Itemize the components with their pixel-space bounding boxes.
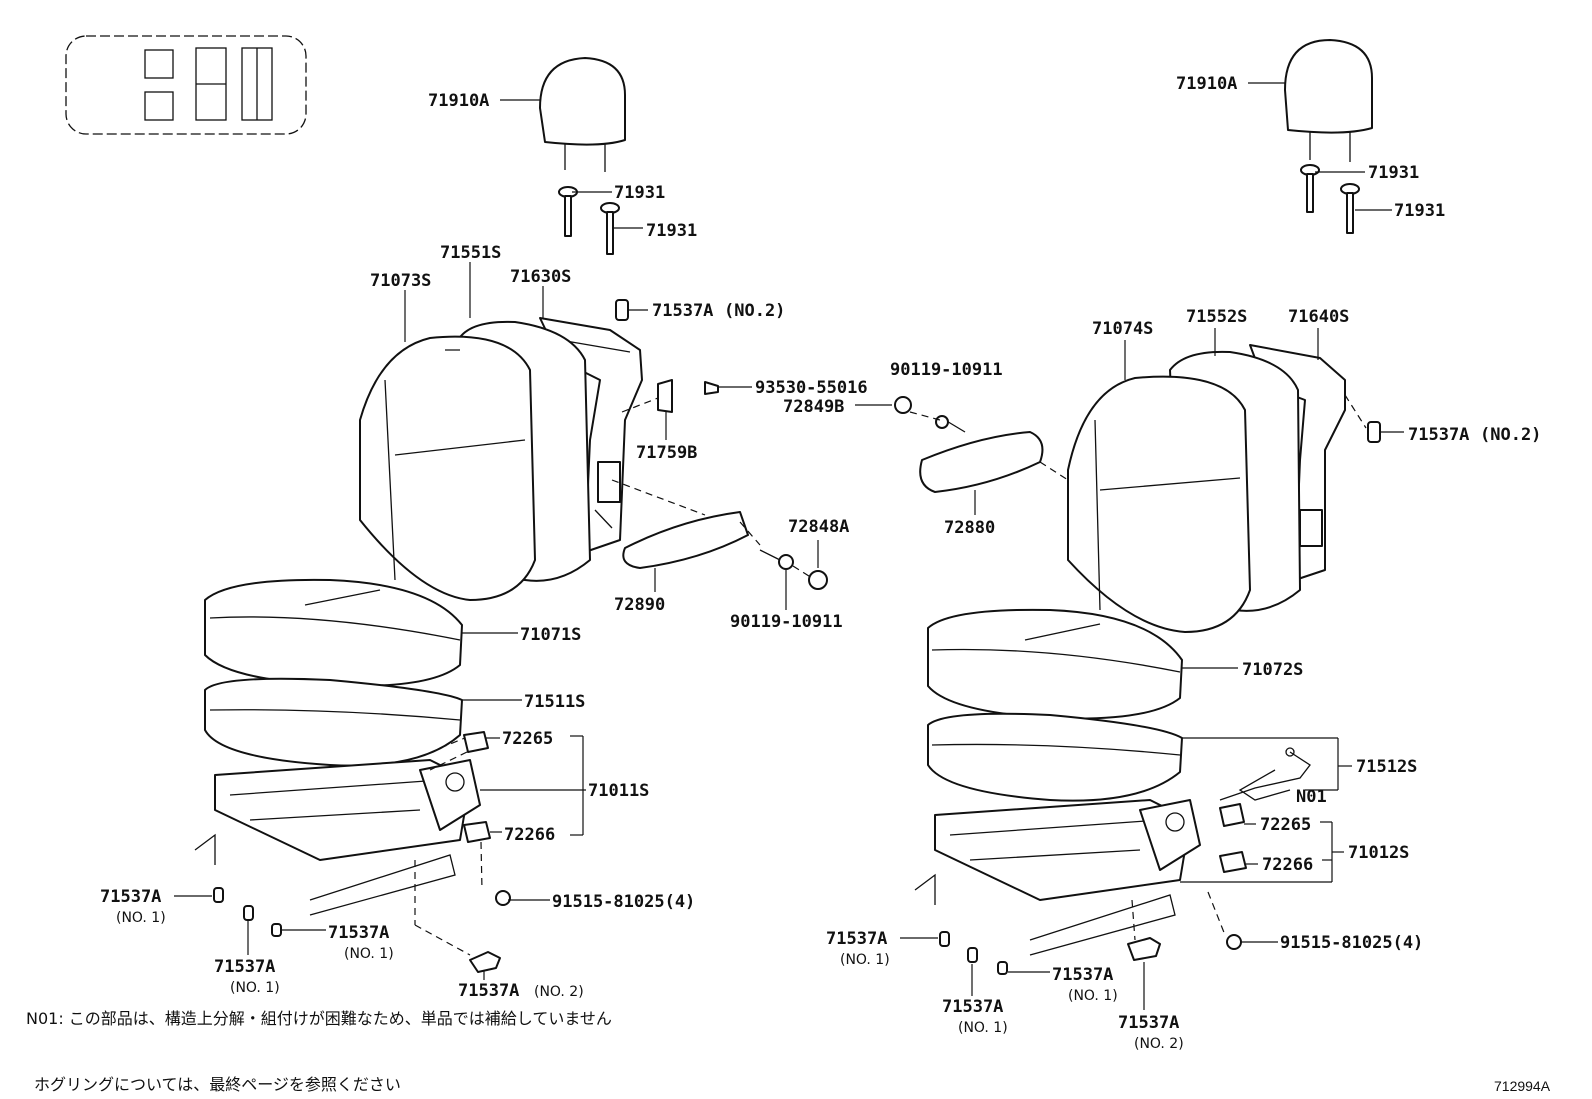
label-71759B: 71759B (636, 443, 697, 463)
seat-cushion-cover-left (204, 578, 463, 687)
label-71537A: 71537A (458, 981, 519, 1001)
seat-frame-right (914, 799, 1201, 956)
small-parts-right (894, 396, 1381, 975)
label-72890: 72890 (614, 595, 665, 615)
label-71537A-no1: (NO. 1) (840, 952, 890, 968)
seat-cushion-pad-left (204, 677, 463, 767)
seat-location-key (65, 35, 307, 135)
label-72880: 72880 (944, 518, 995, 538)
label-71537A: 71537A (214, 957, 275, 977)
label-71537A-no2-sub: (NO.2) (1480, 425, 1541, 445)
diagram-code: 712994A (1494, 1078, 1551, 1094)
leader-lines (174, 82, 1404, 1010)
n01-note: N01: この部品は、構造上分解・組付けが困難なため、単品では補給していません (26, 1009, 612, 1028)
label-71512S: 71512S (1356, 757, 1417, 777)
label-71537A-no2: 71537A (1408, 425, 1469, 445)
label-72265: 72265 (1260, 815, 1311, 835)
seatback-cover-left (359, 335, 536, 601)
label-72849B: 72849B (783, 397, 844, 417)
label-72266: 72266 (504, 825, 555, 845)
seatback-cover-right (1067, 375, 1251, 633)
label-71537A-no1: (NO. 1) (116, 910, 166, 926)
label-71537A-no1: (NO. 1) (344, 946, 394, 962)
label-71072S: 71072S (1242, 660, 1303, 680)
label-71931: 71931 (1394, 201, 1445, 221)
label-71931: 71931 (614, 183, 665, 203)
label-71011S: 71011S (588, 781, 649, 801)
label-71630S: 71630S (510, 267, 571, 287)
wiring-harness-right (1219, 747, 1311, 801)
label-71552S: 71552S (1186, 307, 1247, 327)
label-91515-81025: 91515-81025(4) (1280, 933, 1423, 953)
label-71537A-no2: (NO. 2) (534, 984, 584, 1000)
small-parts-left (213, 299, 828, 973)
label-71537A-no1: (NO. 1) (958, 1020, 1008, 1036)
hog-ring-note: ホグリングについては、最終ページを参照ください (34, 1075, 401, 1094)
label-71931: 71931 (646, 221, 697, 241)
label-93530-55016: 93530-55016 (755, 378, 868, 398)
label-71074S: 71074S (1092, 319, 1153, 339)
label-N01: N01 (1296, 787, 1327, 807)
seat-frame-left (194, 759, 481, 916)
headrest-left (539, 57, 626, 172)
label-71537A: 71537A (328, 923, 389, 943)
seat-cushion-cover-right (927, 608, 1183, 720)
label-71537A: 71537A (1052, 965, 1113, 985)
label-71537A: 71537A (1118, 1013, 1179, 1033)
label-71537A: 71537A (100, 887, 161, 907)
headrest-right (1284, 39, 1373, 162)
label-90119-10911: 90119-10911 (890, 360, 1003, 380)
seatback-frame-left (539, 317, 643, 553)
label-71071S: 71071S (520, 625, 581, 645)
headrest-guide-left (558, 186, 620, 255)
armrest-left (622, 511, 749, 569)
label-71537A-no2: (NO. 2) (1134, 1036, 1184, 1052)
label-71551S: 71551S (440, 243, 501, 263)
label-71640S: 71640S (1288, 307, 1349, 327)
footnotes: N01: この部品は、構造上分解・組付けが困難なため、単品では補給していません … (26, 1009, 1551, 1094)
seat-cushion-pad-right (927, 712, 1183, 802)
label-72848A: 72848A (788, 517, 849, 537)
armrest-right (919, 431, 1044, 493)
part-labels: 71910A 71931 71931 71551S 71630S 71073S … (100, 74, 1541, 1052)
label-71910A: 71910A (428, 91, 489, 111)
label-72265: 72265 (502, 729, 553, 749)
label-71511S: 71511S (524, 692, 585, 712)
label-72266: 72266 (1262, 855, 1313, 875)
label-91515-81025: 91515-81025(4) (552, 892, 695, 912)
label-71537A: 71537A (942, 997, 1003, 1017)
assembly-dashed-lines (414, 394, 1367, 956)
label-71537A-no2: 71537A (652, 301, 713, 321)
label-71537A-no1: (NO. 1) (1068, 988, 1118, 1004)
label-71910A: 71910A (1176, 74, 1237, 94)
label-90119-10911: 90119-10911 (730, 612, 843, 632)
label-71537A-no1: (NO. 1) (230, 980, 280, 996)
label-71537A-no2-sub: (NO.2) (724, 301, 785, 321)
label-71073S: 71073S (370, 271, 431, 291)
label-71012S: 71012S (1348, 843, 1409, 863)
label-71537A: 71537A (826, 929, 887, 949)
headrest-guide-right (1300, 164, 1360, 234)
label-71931: 71931 (1368, 163, 1419, 183)
